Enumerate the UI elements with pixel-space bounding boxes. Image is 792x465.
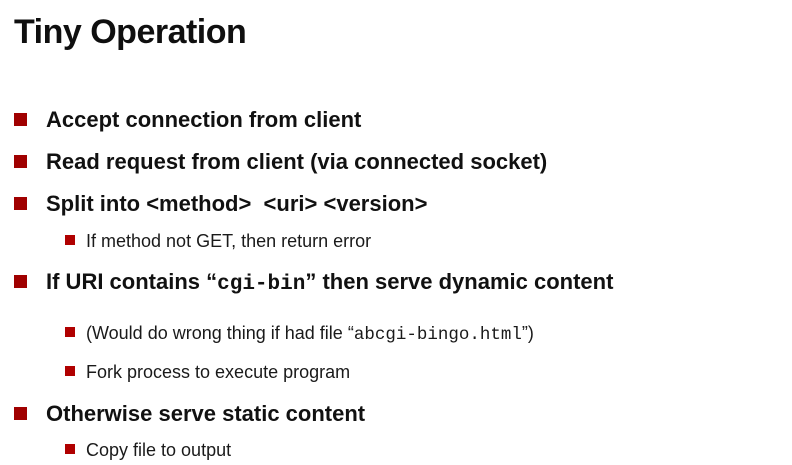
bullet-text: Otherwise serve static content (46, 401, 366, 426)
bullet-text: If URI contains “cgi-bin” then serve dyn… (46, 268, 613, 299)
bullet-text-segment: If URI contains “ (46, 269, 218, 294)
sub-bullet-square-icon (65, 366, 75, 376)
sub-bullet-item: Copy file to output (14, 438, 784, 462)
bullet-text: Read request from client (via connected … (46, 149, 548, 174)
sub-bullet-text: Fork process to execute program (86, 362, 351, 382)
bullet-square-icon (14, 113, 27, 126)
bullet-item: Read request from client (via connected … (14, 148, 784, 176)
sub-bullet-text: Copy file to output (86, 440, 232, 460)
bullet-item: Accept connection from client (14, 106, 784, 134)
sub-bullet-square-icon (65, 327, 75, 337)
bullet-item: Otherwise serve static content (14, 400, 784, 428)
sub-bullet-item: (Would do wrong thing if had file “abcgi… (14, 321, 784, 347)
bullet-text: Accept connection from client (46, 107, 362, 132)
bullet-square-icon (14, 407, 27, 420)
bullet-square-icon (14, 197, 27, 210)
bullet-text-code-segment: cgi-bin (217, 273, 306, 296)
sub-bullet-square-icon (65, 444, 75, 454)
bullet-square-icon (14, 155, 27, 168)
bullet-text: Split into <method> <uri> <version> (46, 191, 428, 216)
sub-bullet-text-segment: ”) (521, 323, 534, 343)
bullet-text-segment: ” then serve dynamic content (305, 269, 614, 294)
bullet-item: If URI contains “cgi-bin” then serve dyn… (14, 268, 784, 299)
sub-bullet-text: (Would do wrong thing if had file “abcgi… (86, 321, 534, 347)
bullet-item: Split into <method> <uri> <version> (14, 190, 784, 218)
sub-bullet-text: If method not GET, then return error (86, 231, 372, 251)
bullet-square-icon (14, 275, 27, 288)
sub-bullet-text-code-segment: abcgi-bingo.html (353, 325, 522, 345)
sub-bullet-item: If method not GET, then return error (14, 229, 784, 253)
sub-bullet-text-segment: (Would do wrong thing if had file “ (86, 323, 354, 343)
slide-title: Tiny Operation (14, 13, 247, 51)
sub-bullet-square-icon (65, 235, 75, 245)
sub-bullet-item: Fork process to execute program (14, 360, 784, 384)
